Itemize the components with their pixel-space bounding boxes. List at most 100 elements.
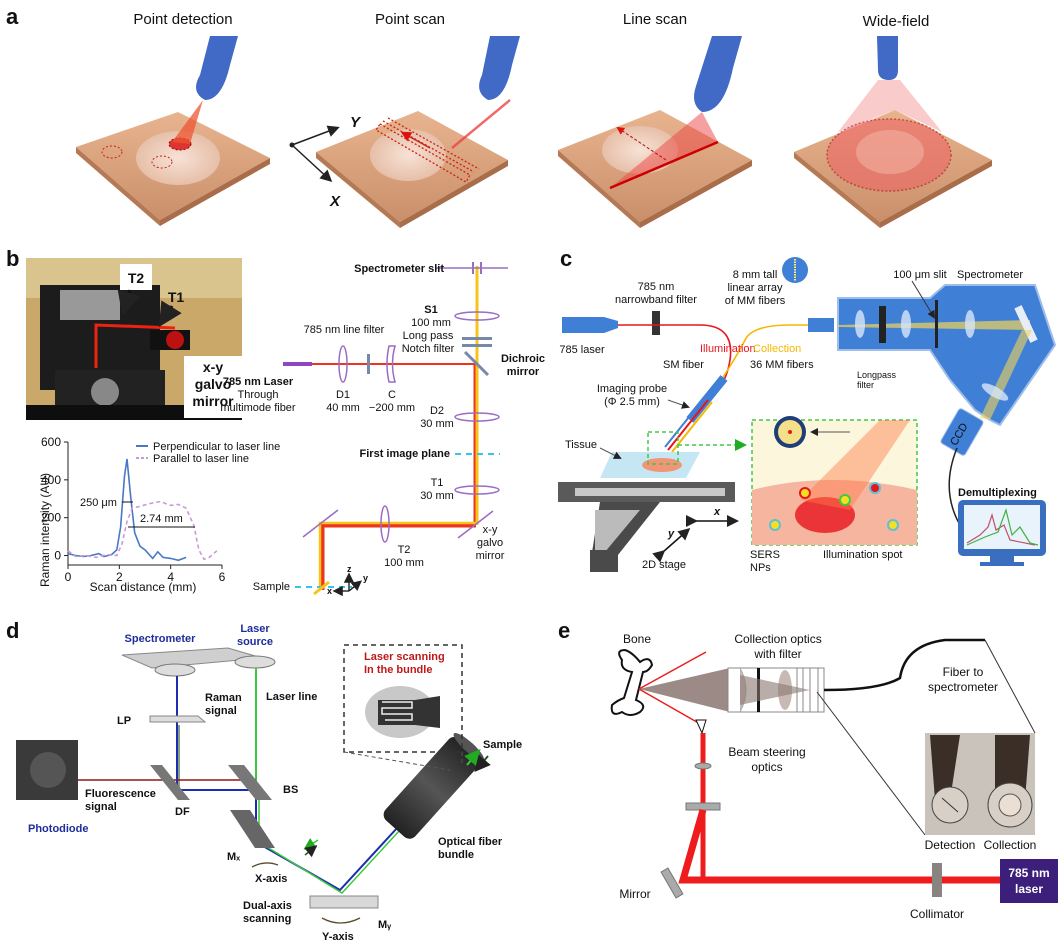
label-illumination: Illumination [700, 343, 756, 355]
chart-series [67, 458, 218, 562]
lens-d1 [338, 345, 348, 383]
label-t2: T2 [398, 544, 411, 556]
label-laser-source-1: Laser [240, 623, 270, 635]
label-collimator: Collimator [910, 907, 964, 921]
dichroic-mirror [463, 350, 490, 377]
label-inset-2: In the bundle [364, 664, 432, 676]
chart-xlabel: Scan distance (mm) [90, 580, 197, 594]
photo-label-galvo-1: x-y [203, 359, 223, 375]
label-longpass: Long pass [403, 330, 454, 342]
beam-steering-mirror [685, 802, 721, 811]
panel-label-c: c [560, 246, 572, 271]
label-longpass-1: Longpass [857, 370, 897, 380]
label-mirror: Mirror [619, 887, 650, 901]
panel-label-e: e [558, 618, 570, 643]
fold-mirror [302, 509, 339, 538]
label-bone: Bone [623, 632, 651, 646]
label-t1: T1 [431, 477, 444, 489]
label-collection-optics-2: with filter [753, 647, 801, 661]
title-point-scan: Point scan [375, 11, 445, 28]
setup-photo: T2 T1 x-y galvo mirror [26, 258, 242, 420]
lens-t1 [454, 485, 500, 495]
label-laser-source-2: source [237, 636, 273, 648]
label-s1-focal: 100 mm [411, 317, 451, 329]
label-collection: Collection [753, 343, 801, 355]
label-detection: Detection [925, 838, 976, 852]
label-tissue: Tissue [565, 439, 597, 451]
label-c-focal: −200 mm [369, 402, 415, 414]
label-dual-1: Dual-axis [243, 900, 292, 912]
label-array-1: 8 mm tall [733, 269, 778, 281]
chart-y-tick-label: 600 [41, 435, 61, 449]
label-x-axis: X-axis [255, 873, 287, 885]
axis-z: z [347, 564, 352, 574]
label-t2-focal: 100 mm [384, 557, 424, 569]
imaging-probe [664, 375, 728, 453]
label-mm-fibers: 36 MM fibers [750, 359, 814, 371]
label-sers-2: NPs [750, 562, 771, 574]
label-d1-focal: 40 mm [326, 402, 360, 414]
label-photodiode: Photodiode [28, 823, 89, 835]
lens-d2 [454, 412, 500, 422]
label-beam-steering-2: optics [751, 760, 782, 774]
chart-legend: Perpendicular to laser line Parallel to … [136, 441, 280, 465]
label-probe-2: (Φ 2.5 mm) [604, 396, 660, 408]
label-array-2: linear array [727, 282, 783, 294]
photo-label-galvo-2: galvo [195, 376, 232, 392]
label-fiber-1: Fiber to [943, 665, 984, 679]
label-spectrometer: Spectrometer [957, 269, 1023, 281]
mirror-my [309, 895, 379, 909]
skin-sample-point-detection [76, 36, 270, 226]
label-probe-1: Imaging probe [597, 383, 667, 395]
chart-x-tick-label: 4 [167, 570, 174, 584]
label-spectrometer-d: Spectrometer [125, 633, 197, 645]
panel-label-a: a [6, 4, 19, 29]
laser-785-box [1000, 859, 1058, 903]
photo-label-t1: T1 [168, 289, 185, 305]
label-spectrometer-slit: Spectrometer slit [354, 263, 444, 275]
xyz-axes [332, 572, 363, 597]
label-sample: Sample [253, 581, 290, 593]
line-filter [367, 354, 370, 374]
chart-y-tick-label: 200 [41, 511, 61, 525]
label-fluor-2: signal [85, 801, 117, 813]
label-illumination-spot: Illumination spot [823, 549, 903, 561]
label-notch-filter: Notch filter [402, 343, 455, 355]
label-785-laser: 785 laser [559, 344, 605, 356]
label-my: Mᵧ [378, 919, 392, 931]
spectrometer-c [808, 284, 1057, 456]
fiber-to-spectrometer [823, 638, 985, 692]
label-laser-line: Laser line [266, 691, 317, 703]
optical-fiber-bundle [383, 733, 485, 839]
axis-y: y [363, 573, 368, 583]
probe-icon [877, 36, 898, 80]
chart-ylabel: Raman intensity (AU) [38, 473, 52, 587]
optical-schematic-b: Spectrometer slit S1 100 mm Long pass No… [220, 262, 545, 597]
label-fluor-1: Fluorescence [85, 788, 156, 800]
label-y: y [667, 528, 675, 540]
title-point-detection: Point detection [133, 11, 232, 28]
bone-icon [610, 648, 654, 716]
annotation-250um: 250 μm [80, 497, 117, 509]
label-sers-1: SERS [750, 549, 780, 561]
chart-series-line-1 [67, 500, 218, 561]
label-d2-focal: 30 mm [420, 418, 454, 430]
label-s1: S1 [424, 304, 437, 316]
chart-annotations: 250 μm 2.74 mm [80, 497, 195, 528]
probe-icon [479, 36, 520, 100]
label-first-image-plane: First image plane [360, 448, 450, 460]
label-d2: D2 [430, 405, 444, 417]
label-dichroic-1: Dichroic [501, 353, 545, 365]
mirror-e [660, 867, 684, 899]
inset-zoom [751, 416, 918, 546]
y-arrow [652, 528, 691, 563]
label-laser-2: Through [238, 389, 279, 401]
skin-sample-point-scan [316, 36, 520, 228]
label-y-axis: Y-axis [322, 931, 354, 943]
label-t1-focal: 30 mm [420, 490, 454, 502]
label-lp: LP [117, 715, 131, 727]
label-bundle-1: Optical fiber [438, 836, 503, 848]
